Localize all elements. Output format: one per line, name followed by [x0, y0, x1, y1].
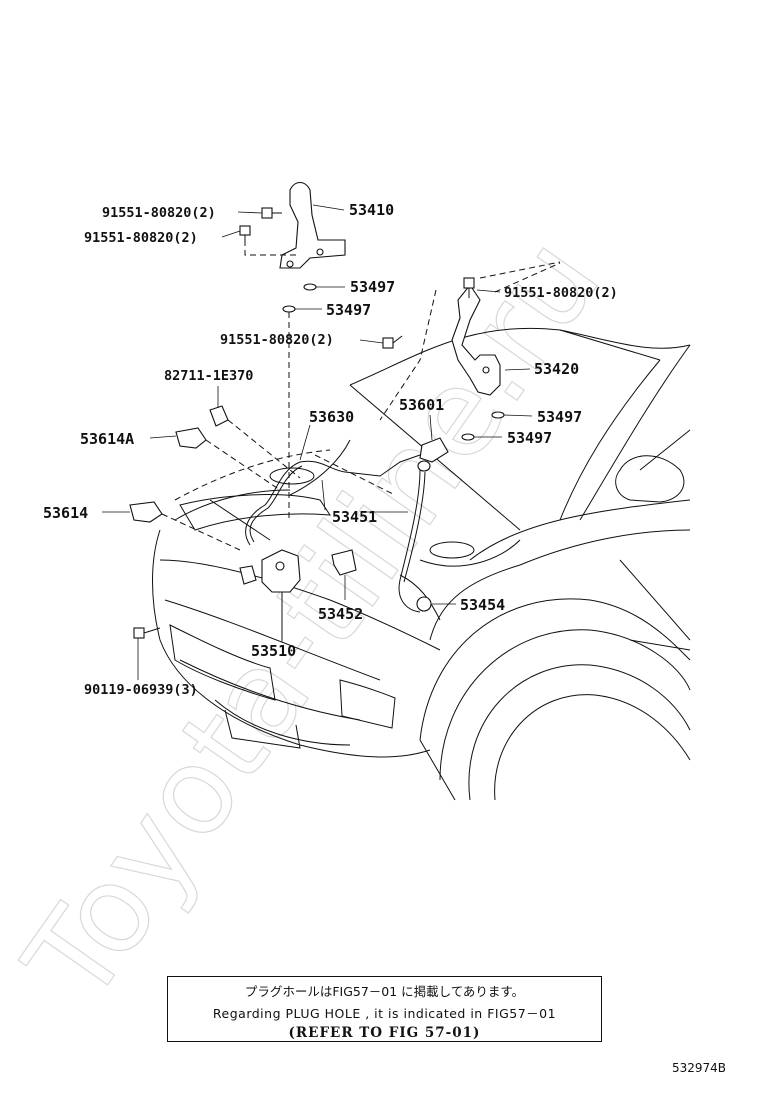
bolt-icon [239, 207, 282, 244]
part-label-90119: 90119-06939(3) [84, 682, 198, 698]
leader-line [479, 261, 561, 279]
hood-lock-cable [245, 454, 426, 613]
part-label-bolt-upper-b: 91551-80820(2) [84, 230, 198, 246]
part-label-53630: 53630 [309, 408, 354, 426]
clip-icon [129, 501, 241, 551]
hood-lock-assembly [239, 549, 301, 640]
part-label-bolt-right: 91551-80820(2) [504, 285, 618, 301]
part-label-53614: 53614 [43, 504, 88, 522]
washer-icon [282, 283, 317, 313]
grommet-icon [417, 460, 431, 472]
part-label-bolt-upper-a: 91551-80820(2) [102, 205, 216, 221]
label-leaders [102, 204, 561, 680]
part-label-53601: 53601 [399, 396, 444, 414]
note-japanese: プラグホールはFIG57－01 に掲載してあります。 [244, 984, 525, 999]
part-label-53497-b: 53497 [326, 301, 371, 319]
part-label-53497-a: 53497 [350, 278, 395, 296]
note-english: Regarding PLUG HOLE , it is indicated in… [212, 1006, 557, 1021]
part-label-53497-c: 53497 [537, 408, 582, 426]
reference-note-box: プラグホールはFIG57－01 に掲載してあります。 Regarding PLU… [167, 976, 602, 1042]
hood-lock-grommet [416, 596, 432, 612]
part-label-82711: 82711-1E370 [164, 368, 253, 384]
part-label-53451: 53451 [332, 508, 377, 526]
hood-lock-bracket [331, 549, 357, 576]
vehicle-outline [152, 327, 691, 801]
part-label-53410: 53410 [349, 201, 394, 219]
part-label-53452: 53452 [318, 605, 363, 623]
part-label-53454: 53454 [460, 596, 505, 614]
figure-id: 532974B [672, 1061, 727, 1075]
note-reference: (REFER TO FIG 57-01) [288, 1025, 481, 1041]
hood-hinge-right [451, 284, 501, 396]
part-label-53510: 53510 [251, 642, 296, 660]
part-label-bolt-mid: 91551-80820(2) [220, 332, 334, 348]
hood-hinge-left [244, 181, 346, 269]
part-label-53497-d: 53497 [507, 429, 552, 447]
clip-icon [209, 405, 301, 479]
part-label-53420: 53420 [534, 360, 579, 378]
clip-icon [175, 427, 281, 491]
hood-release-lever [419, 437, 449, 463]
part-label-53614a: 53614A [80, 430, 134, 448]
bolt-icon [133, 627, 161, 639]
leader-line [379, 289, 437, 421]
